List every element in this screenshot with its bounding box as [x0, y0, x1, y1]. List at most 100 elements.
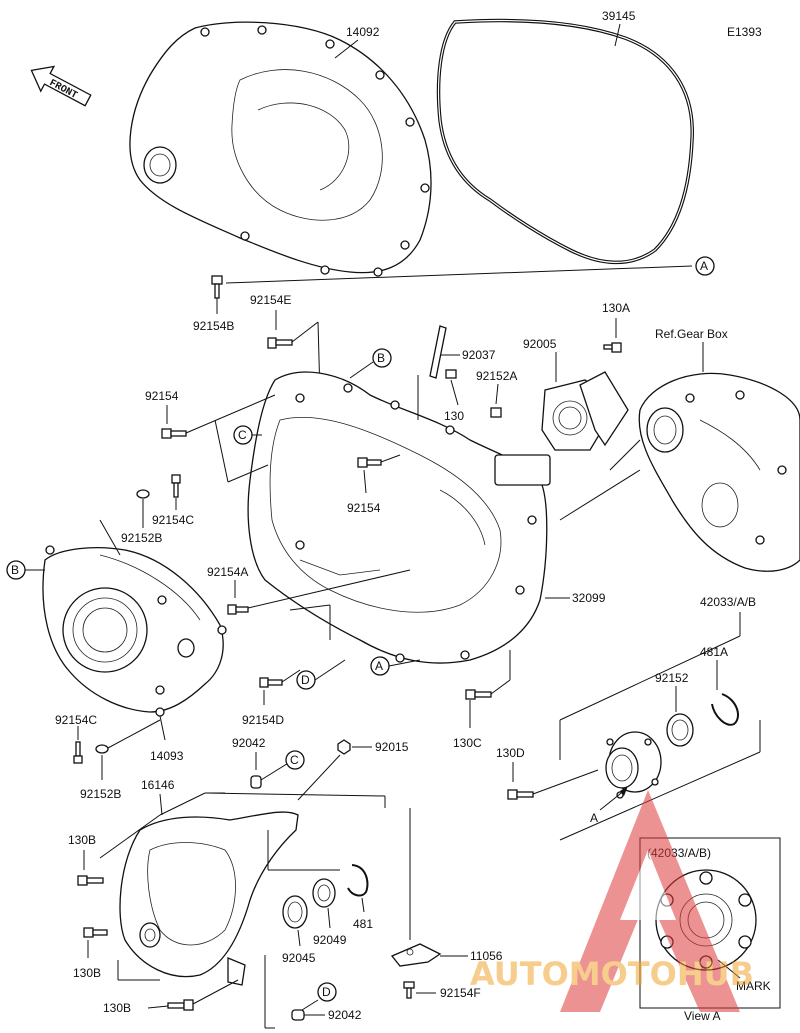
- label-32099: 32099: [572, 591, 606, 605]
- label-92152B-lower: 92152B: [80, 787, 121, 801]
- svg-text:B: B: [11, 563, 19, 577]
- label-92154C-upper: 92154C: [152, 513, 194, 527]
- seal-92049: [312, 878, 336, 908]
- callout-B-1: B: [372, 348, 392, 368]
- label-481A: 481A: [700, 645, 728, 659]
- svg-text:B: B: [377, 351, 385, 365]
- dowel-92042-upper: [250, 775, 262, 789]
- callout-C-2: C: [285, 750, 305, 770]
- dowel-92042-lower: [291, 1009, 305, 1021]
- label-130B-middle: 130B: [73, 966, 101, 980]
- diagram-code: E1393: [727, 25, 762, 39]
- label-92154D: 92154D: [242, 713, 284, 727]
- label-130C: 130C: [453, 736, 482, 750]
- svg-text:D: D: [301, 673, 310, 687]
- label-92152A: 92152A: [476, 369, 517, 383]
- bolt-130B-middle: [83, 927, 108, 938]
- bolt-130B-upper: [77, 875, 104, 886]
- bolt-92154B: [211, 275, 223, 299]
- label-14093: 14093: [150, 749, 184, 763]
- label-92049: 92049: [313, 933, 347, 947]
- bolt-130: [445, 369, 457, 379]
- label-11056: 11056: [470, 949, 503, 963]
- view-caption: View A: [684, 1009, 720, 1023]
- bracket-11056: [390, 943, 442, 967]
- label-92154F: 92154F: [440, 986, 481, 1000]
- label-92042-upper: 92042: [232, 736, 266, 750]
- callout-D-1: D: [296, 670, 316, 690]
- bolt-92154E: [267, 337, 293, 349]
- svg-text:C: C: [290, 753, 299, 767]
- label-92154A: 92154A: [207, 565, 248, 579]
- view-arrow-A: A: [590, 786, 628, 825]
- svg-text:D: D: [322, 985, 331, 999]
- bolt-92154-left: [161, 428, 187, 439]
- bolt-92154A: [227, 604, 249, 615]
- svg-text:A: A: [590, 811, 598, 825]
- washer-92152A: [490, 407, 502, 418]
- snap-ring-481A: [711, 693, 739, 726]
- label-92154C-lower: 92154C: [55, 713, 97, 727]
- washer-92152B-upper: [136, 489, 150, 499]
- callout-D-2: D: [317, 982, 337, 1002]
- mark-label: MARK: [736, 979, 771, 993]
- bolt-92154-center: [357, 457, 382, 468]
- bolt-92154C-upper: [171, 474, 181, 498]
- label-92005: 92005: [523, 337, 557, 351]
- flange-42033: [605, 731, 662, 799]
- label-92154E: 92154E: [250, 293, 291, 307]
- seal-92152: [666, 713, 694, 747]
- label-92042-lower: 92042: [328, 1008, 362, 1022]
- label-42033: 42033/A/B: [700, 595, 756, 609]
- label-130D: 130D: [496, 746, 525, 760]
- bolt-130B-lower: [167, 999, 194, 1011]
- label-130B-upper: 130B: [68, 833, 96, 847]
- label-39145: 39145: [602, 9, 636, 23]
- crankcase-32099: [247, 371, 551, 664]
- label-92015: 92015: [375, 740, 409, 754]
- label-16146: 16146: [141, 778, 175, 792]
- exhaust-duct: [579, 371, 629, 447]
- watermark-text: AUTOMOTOHUB: [470, 955, 754, 993]
- ref-gear-box-label: Ref.Gear Box: [655, 327, 728, 341]
- dowel-92037: [429, 325, 447, 379]
- label-92037: 92037: [462, 348, 496, 362]
- label-92152B-upper: 92152B: [121, 531, 162, 545]
- svg-text:A: A: [700, 259, 708, 273]
- outer-cover-14093: [42, 545, 227, 717]
- bolt-92154F: [403, 981, 415, 999]
- watermark-logo: AUTOMOTOHUB: [470, 790, 754, 1012]
- label-14092: 14092: [346, 25, 380, 39]
- seal-92045: [282, 895, 308, 929]
- bolt-130D: [507, 789, 534, 800]
- label-92045: 92045: [282, 951, 316, 965]
- label-130B-lower: 130B: [103, 1001, 131, 1015]
- callout-C-1: C: [233, 425, 253, 445]
- label-92154-center: 92154: [347, 501, 381, 515]
- label-130: 130: [444, 409, 464, 423]
- label-92152: 92152: [655, 671, 689, 685]
- bolt-130C: [465, 689, 492, 700]
- bolt-92154D: [259, 677, 283, 688]
- bolt-92154C-lower: [73, 741, 83, 764]
- clutch-cover-14092: [129, 21, 432, 277]
- front-arrow-icon: FRONT: [30, 65, 92, 107]
- label-92154-left: 92154: [145, 389, 179, 403]
- bolt-130A: [603, 342, 622, 353]
- gear-box: [638, 372, 800, 572]
- bracket-16146: [119, 811, 299, 986]
- callout-A-2: A: [370, 656, 390, 676]
- snap-ring-481: [347, 864, 369, 897]
- svg-text:C: C: [238, 428, 247, 442]
- gasket-39145: [436, 18, 694, 265]
- callout-B-2: B: [6, 560, 26, 580]
- nut-92015: [337, 739, 351, 755]
- label-92154B: 92154B: [193, 319, 234, 333]
- svg-text:A: A: [375, 659, 383, 673]
- label-481: 481: [353, 917, 373, 931]
- callout-A-1: A: [695, 256, 715, 276]
- washer-92152B-lower: [95, 744, 109, 754]
- label-130A: 130A: [602, 301, 630, 315]
